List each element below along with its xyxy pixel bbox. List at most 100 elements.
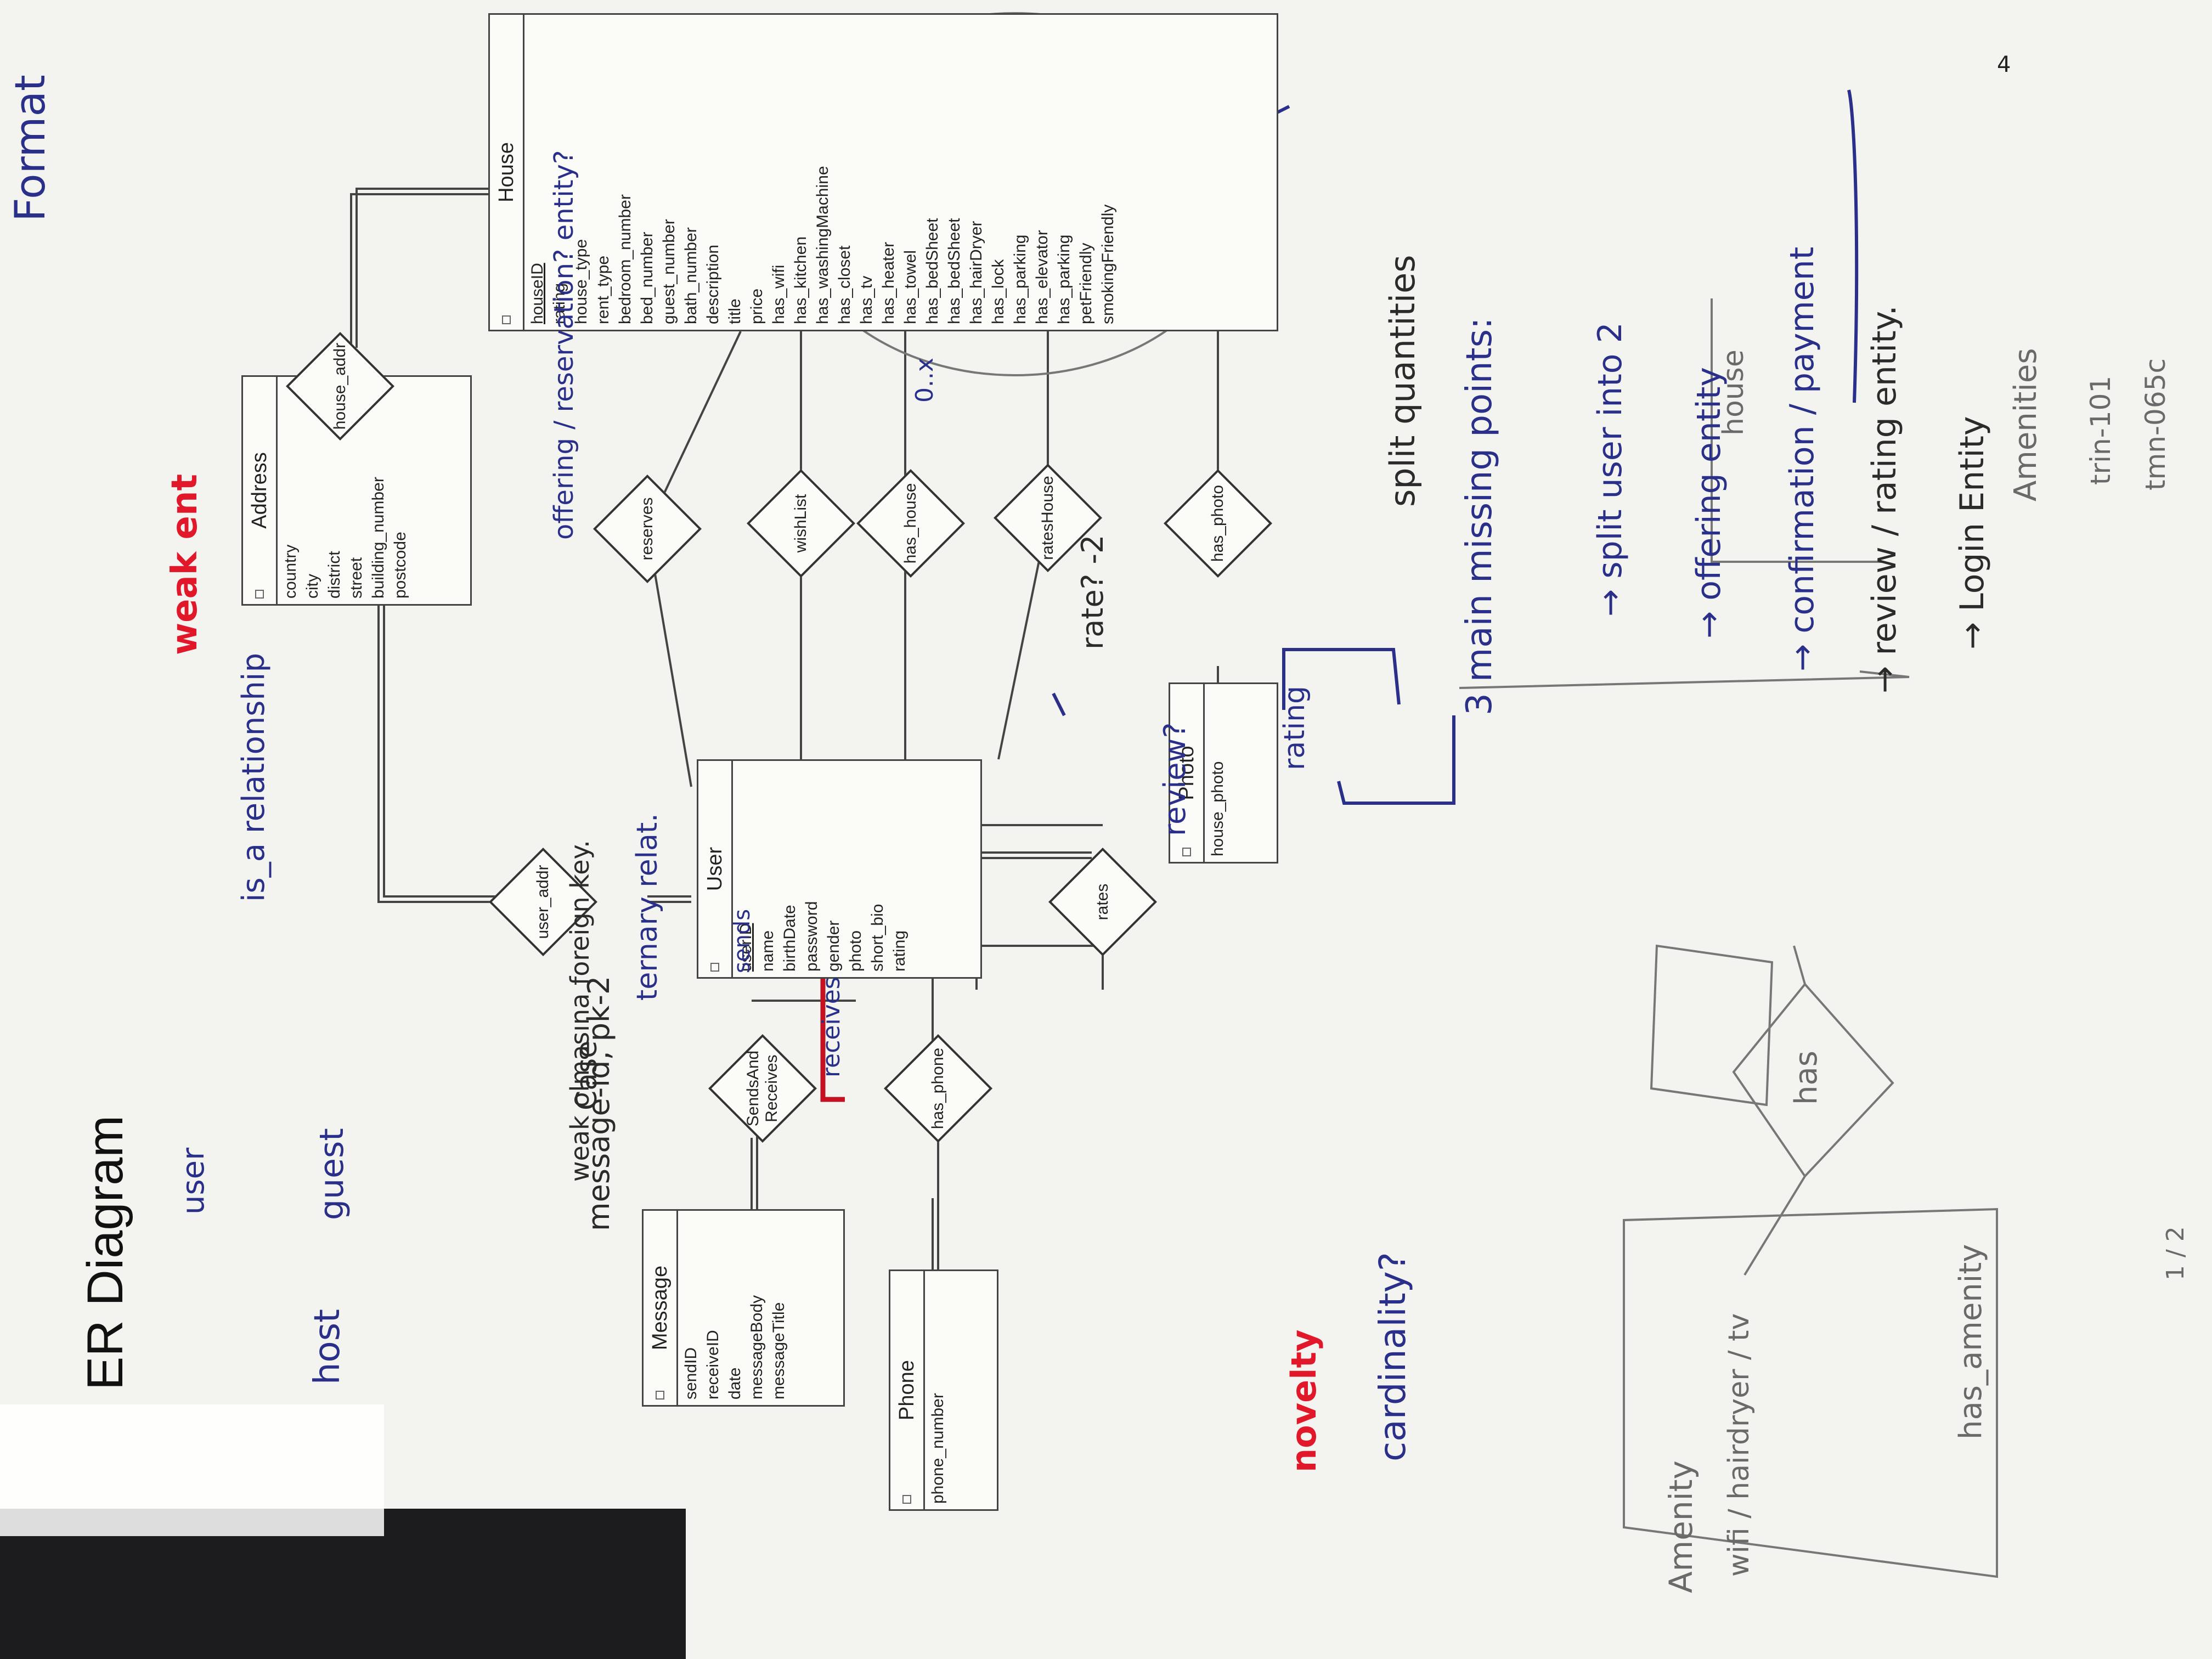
photo-attributes: house_photo	[1205, 684, 1231, 862]
note-host: host	[307, 1308, 348, 1385]
attr: birthDate	[781, 905, 799, 972]
address-entity-title: Address	[247, 452, 271, 529]
attr: has_tv	[857, 275, 876, 324]
phone-entity: Phone phone_number	[889, 1269, 998, 1511]
collapse-icon	[656, 1391, 664, 1400]
attr: messageBody	[748, 1295, 766, 1400]
attr: gender	[825, 920, 843, 972]
rel-has-house: has_house	[856, 469, 966, 578]
collapse-icon	[255, 590, 264, 599]
note-review: review?	[1158, 722, 1192, 836]
note-rating-box: rating	[1278, 685, 1311, 770]
collapse-icon	[902, 1495, 911, 1504]
rel-reserves: reserves	[592, 474, 702, 584]
note-amen-1: trin-101	[2085, 375, 2117, 485]
attr: name	[759, 930, 777, 972]
attr: has_washingMachine	[814, 166, 832, 324]
note-format: Format	[5, 75, 54, 222]
attr: receiveID	[704, 1330, 722, 1400]
attr: photo	[847, 930, 865, 972]
note-point-1: → split user into 2	[1591, 322, 1629, 617]
note-receives: receives	[817, 977, 845, 1077]
sketch-marks: 1 / 2	[2162, 1226, 2190, 1280]
house-attributes: houseID rating house_type rent_type bedr…	[524, 15, 1121, 330]
rel-has-photo: has_photo	[1163, 469, 1273, 578]
note-rate: rate? -2	[1075, 534, 1110, 650]
phone-entity-title: Phone	[895, 1360, 918, 1420]
message-entity-title: Message	[648, 1265, 672, 1351]
collapse-icon	[710, 963, 719, 972]
sketch-has-amenity: has_amenity	[1953, 1244, 1989, 1440]
attr: rating	[890, 930, 909, 972]
sketch-items: wifi / hairdryer / tv	[1723, 1313, 1756, 1577]
user-entity-title: User	[703, 847, 726, 891]
note-title: 3 main missing points:	[1459, 317, 1500, 715]
attr: has_kitchen	[792, 236, 810, 324]
attr: bed_number	[638, 232, 656, 324]
attr: guest_number	[660, 219, 678, 324]
note-user: user	[176, 1147, 211, 1215]
note-amen-2: tmn-065c	[2140, 358, 2171, 490]
attr: petFriendly	[1077, 242, 1095, 324]
attr: bedroom_number	[616, 194, 634, 324]
collapse-icon	[502, 315, 511, 324]
attr: houseID	[528, 263, 546, 324]
message-entity: Message sendID receiveID date messageBod…	[642, 1209, 845, 1407]
note-novelty: novelty	[1284, 1329, 1324, 1472]
note-split-quantities: split quantities	[1383, 255, 1423, 507]
note-amenities: Amenities	[2008, 348, 2044, 501]
note-cardinality: cardinality?	[1372, 1252, 1414, 1462]
attr: has_hairDryer	[967, 221, 985, 324]
rel-sends-receives: SendsAnd Receives	[708, 1034, 817, 1143]
note-is-a: is_a relationship	[236, 652, 272, 902]
attr: messageTitle	[770, 1302, 788, 1400]
house-entity: House houseID rating house_type rent_typ…	[488, 13, 1278, 331]
attr: price	[748, 288, 766, 324]
note-sends: sends	[730, 909, 755, 973]
attr: has_closet	[836, 245, 854, 324]
attr: smokingFriendly	[1099, 204, 1117, 324]
rel-wishlist: wishList	[746, 469, 856, 578]
note-zero-x: 0..x	[911, 357, 939, 403]
attr: date	[726, 1367, 744, 1400]
collapse-icon	[1182, 848, 1191, 856]
sketch-has: has	[1788, 1051, 1824, 1105]
note-guest: guest	[313, 1128, 351, 1220]
attr: has_towel	[901, 250, 919, 324]
house-entity-title: House	[494, 142, 518, 202]
attr: description	[704, 244, 722, 324]
message-attributes: sendID receiveID date messageBody messag…	[678, 1211, 792, 1405]
phone-attributes: phone_number	[925, 1271, 951, 1509]
note-point-5: → Login Entity	[1953, 416, 1991, 650]
attr: has_bedSheet	[945, 218, 963, 324]
attr: bath_number	[682, 227, 700, 324]
sketch-house: house	[1717, 349, 1750, 436]
note-ternary: ternary relat.	[631, 813, 664, 1001]
attr: short_bio	[868, 904, 887, 972]
note-point-4: → review / rating entity.	[1865, 305, 1904, 693]
user-attributes: userID name birthDate password gender ph…	[733, 761, 913, 977]
attr: rent_type	[594, 255, 612, 324]
attr: has_bedSheet	[923, 218, 941, 324]
attr: has_elevator	[1033, 230, 1051, 324]
attr: has_parking	[1011, 234, 1029, 324]
note-offering: offering / reservation? entity?	[549, 150, 579, 540]
rel-house-addr: house_addr	[285, 331, 395, 441]
paper-edge	[0, 1404, 384, 1536]
sketch-amenity: Amenity	[1662, 1460, 1700, 1593]
rel-has-phone: has_phone	[883, 1034, 993, 1143]
attr: has_wifi	[770, 264, 788, 324]
attr: title	[726, 298, 744, 324]
note-weak-entity: weak ent	[165, 473, 205, 655]
attr: sendID	[682, 1347, 700, 1400]
attr: has_parking	[1055, 234, 1073, 324]
attr: password	[803, 901, 821, 972]
note-message-id: message-id, pk-2	[582, 975, 616, 1231]
attr: phone_number	[929, 1393, 947, 1504]
attr: house_photo	[1209, 761, 1227, 857]
note-point-3: → confirmation / payment	[1783, 246, 1821, 672]
rel-rates: rates	[1048, 847, 1158, 957]
page-number: 4	[1997, 52, 2011, 77]
attr: has_lock	[989, 259, 1007, 324]
